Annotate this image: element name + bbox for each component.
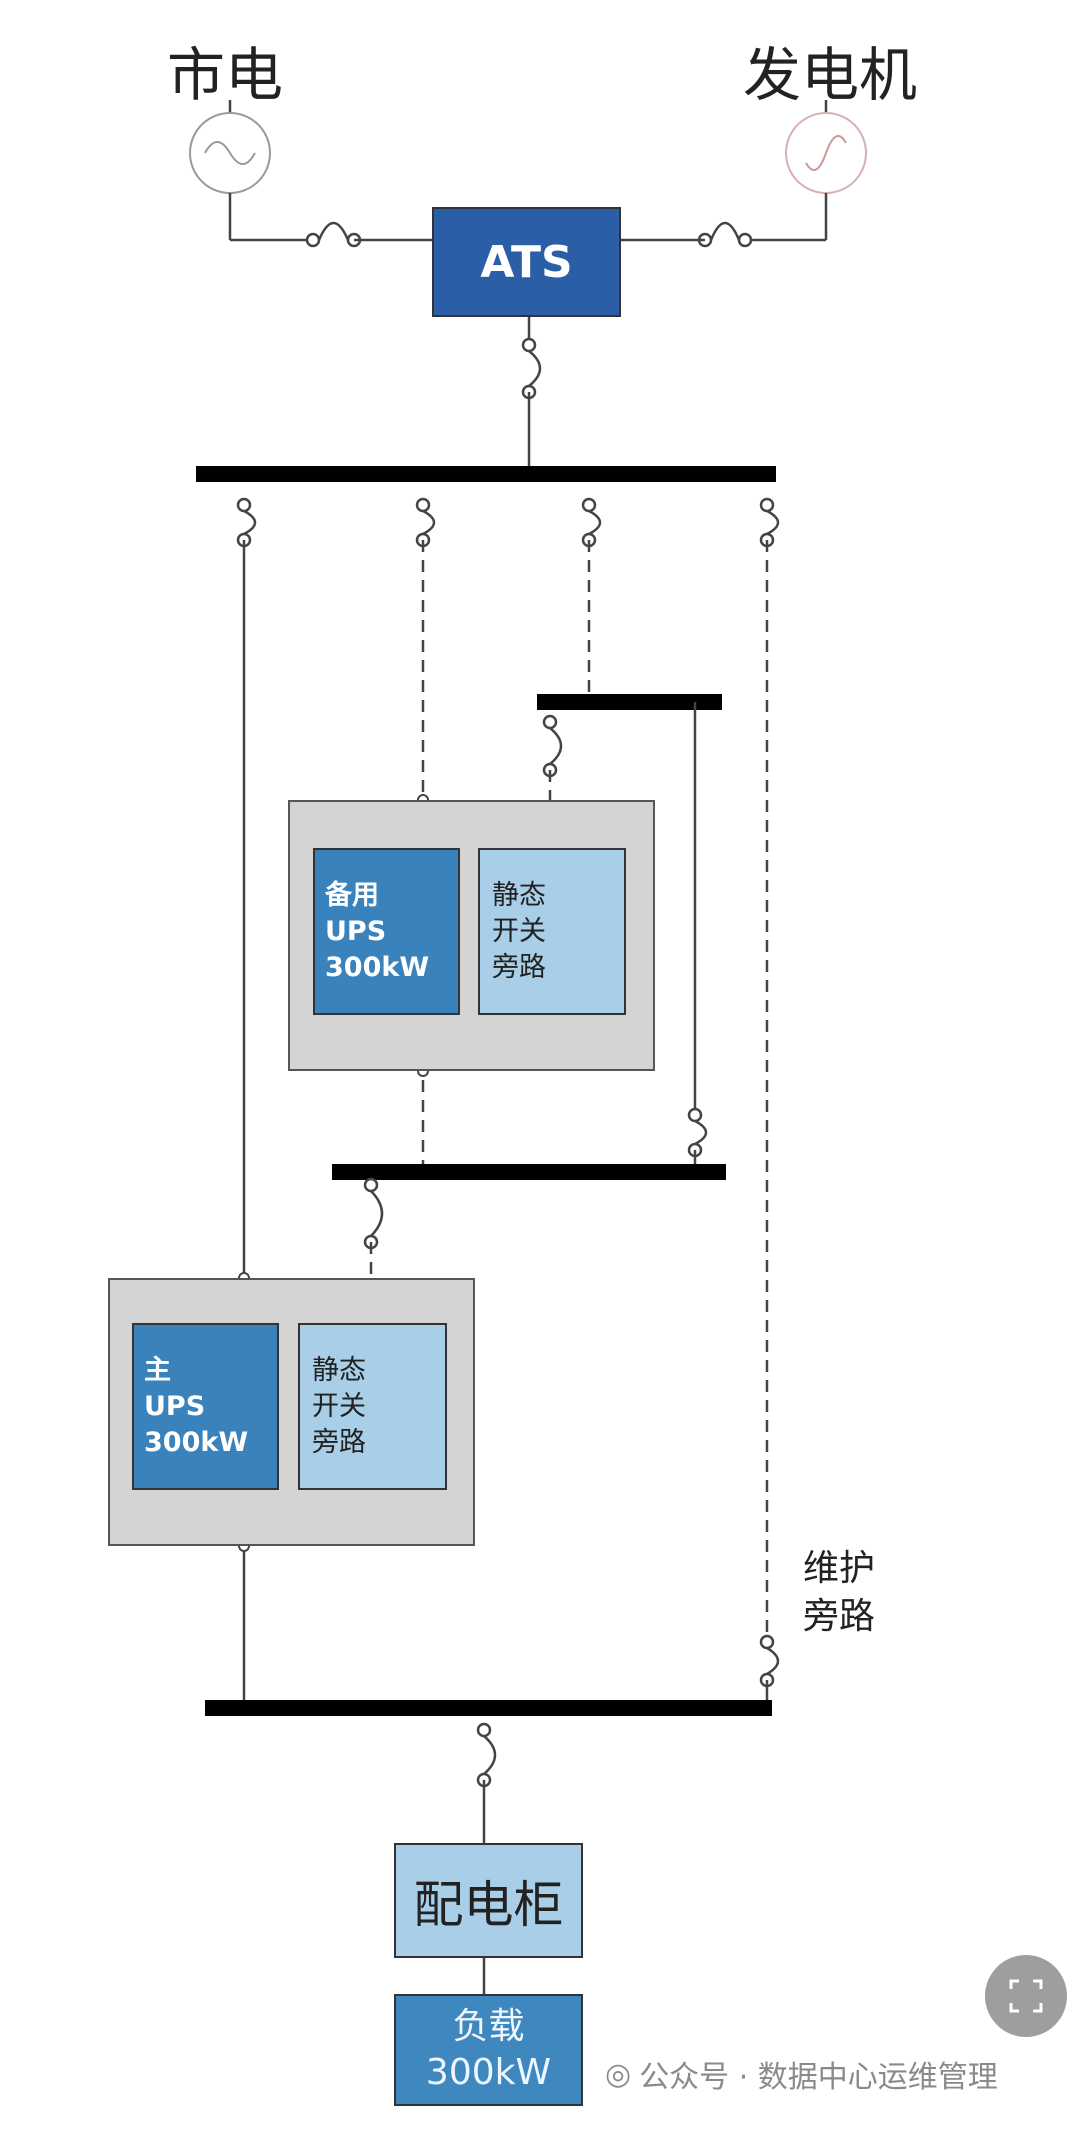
wechat-icon: ◎	[605, 2056, 632, 2092]
busbar	[205, 1700, 772, 1716]
breaker-icon	[317, 221, 350, 241]
breaker-contact	[737, 232, 753, 248]
main-ups: 主 UPS 300kW	[132, 1323, 279, 1490]
breaker-icon	[766, 509, 780, 536]
maintenance-bypass-line2: 旁路	[803, 1596, 876, 1637]
breaker-icon	[588, 509, 602, 536]
maintenance-bypass-label: 维护 旁路	[803, 1545, 875, 1641]
busbar	[332, 1164, 726, 1180]
breaker-contact	[759, 1634, 775, 1650]
distribution-cabinet-label: 配电柜	[413, 1875, 564, 1934]
breaker-contact	[363, 1177, 379, 1193]
breaker-icon	[766, 1646, 780, 1676]
breaker-contact	[581, 497, 597, 513]
scan-button[interactable]	[985, 1955, 1067, 2037]
static-label-3: 旁路	[312, 1426, 366, 1458]
breaker-icon	[422, 509, 436, 536]
busbar	[196, 466, 776, 482]
watermark-text: 公众号 · 数据中心运维管理	[639, 2060, 998, 2095]
breaker-icon	[483, 1735, 497, 1775]
busbar	[537, 694, 722, 710]
breaker-contact	[415, 497, 431, 513]
main-ups-type: UPS	[144, 1390, 206, 1422]
ats-label: ATS	[480, 236, 573, 288]
backup-ups-type: UPS	[325, 915, 387, 947]
sine-wave-icon	[805, 134, 847, 172]
generator-label: 发电机	[742, 41, 917, 109]
breaker-contact	[305, 232, 321, 248]
breaker-contact	[542, 714, 558, 730]
backup-ups-capacity: 300kW	[325, 951, 430, 983]
backup-static-bypass: 静态 开关 旁路	[478, 848, 626, 1015]
main-ups-label: 主	[144, 1354, 171, 1386]
breaker-contact	[687, 1107, 703, 1123]
backup-ups: 备用 UPS 300kW	[313, 848, 460, 1015]
breaker-icon	[694, 1119, 708, 1146]
breaker-icon	[528, 350, 542, 387]
static-label-2: 开关	[312, 1390, 366, 1422]
backup-ups-label: 备用	[325, 879, 379, 911]
breaker-contact	[476, 1722, 492, 1738]
scan-icon	[1009, 1979, 1043, 2013]
load-box: 负载 300kW	[394, 1994, 583, 2106]
static-label-1: 静态	[492, 879, 546, 911]
sine-wave-icon	[204, 141, 256, 165]
distribution-cabinet: 配电柜	[394, 1843, 583, 1958]
ats-box: ATS	[432, 207, 621, 317]
load-capacity: 300kW	[425, 2052, 552, 2093]
breaker-icon	[709, 221, 741, 241]
breaker-contact	[236, 497, 252, 513]
breaker-icon	[243, 509, 257, 536]
static-label-3: 旁路	[492, 951, 546, 983]
load-label: 负载	[452, 2006, 525, 2047]
breaker-contact	[521, 337, 537, 353]
breaker-icon	[370, 1190, 384, 1237]
main-static-bypass: 静态 开关 旁路	[298, 1323, 447, 1490]
static-label-2: 开关	[492, 915, 546, 947]
maintenance-bypass-line1: 维护	[803, 1548, 876, 1589]
breaker-contact	[759, 497, 775, 513]
breaker-icon	[549, 727, 563, 765]
watermark: ◎ 公众号 · 数据中心运维管理	[605, 2052, 998, 2096]
utility-label: 市电	[166, 41, 283, 109]
static-label-1: 静态	[312, 1354, 366, 1386]
main-ups-capacity: 300kW	[144, 1426, 249, 1458]
